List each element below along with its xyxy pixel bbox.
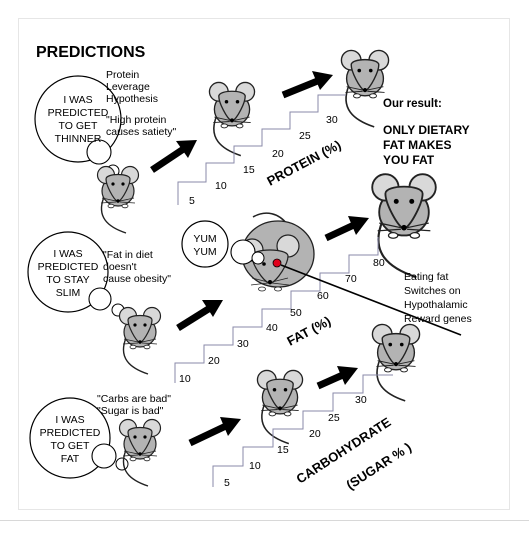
reward-pointer-line <box>280 264 462 336</box>
fat-quote-line: cause obesity" <box>103 273 171 285</box>
page-divider <box>0 520 529 521</box>
fat-step-label: 70 <box>345 273 357 285</box>
protein-quote-line: causes satiety" <box>106 126 177 138</box>
arrow-icon <box>324 216 369 242</box>
yum-line: YUM <box>193 233 216 245</box>
carbs-axis-label: CARBOHYDRATE <box>293 414 393 486</box>
bubble-line: I WAS <box>63 94 92 106</box>
arrow-icon <box>150 140 197 173</box>
arrow-icon <box>281 71 333 99</box>
bubble-line: SLIM <box>56 287 81 299</box>
bubble-line: I WAS <box>55 414 84 426</box>
bubble-line: TO GET <box>59 120 98 132</box>
fat-step-label: 80 <box>373 257 385 269</box>
protein-speech-bubble: I WAS PREDICTED TO GET THINNER <box>34 75 122 178</box>
reward-note-line: Reward genes <box>404 313 472 325</box>
yum-line: YUM <box>193 246 216 258</box>
carbs-mouse-medium <box>256 369 304 445</box>
carbs-staircase <box>212 374 393 487</box>
arrow-icon <box>316 366 358 390</box>
fat-step-label: 10 <box>179 373 191 385</box>
result-line: FAT MAKES <box>383 138 451 152</box>
carbs-speech-bubble: I WAS PREDICTED TO GET FAT <box>29 397 129 479</box>
bubble-line: THINNER <box>55 133 102 145</box>
carbs-step-label: 30 <box>355 394 367 406</box>
bubble-line: FAT <box>61 453 80 465</box>
fat-step-label: 50 <box>290 307 302 319</box>
protein-step-label: 20 <box>272 148 284 160</box>
protein-mouse-large <box>340 49 390 128</box>
fat-step-label: 40 <box>266 322 278 334</box>
yum-speech-bubble: YUM YUM <box>181 220 265 268</box>
bubble-line: PREDICTED <box>38 261 99 273</box>
carbs-step-label: 5 <box>224 477 230 489</box>
fat-step-label: 60 <box>317 290 329 302</box>
bubble-line: TO GET <box>51 440 90 452</box>
hypothesis-line: Protein <box>106 69 139 81</box>
carbs-step-label: 25 <box>328 412 340 424</box>
reward-note-line: Hypothalamic <box>404 299 468 311</box>
bubble-line: PREDICTED <box>40 427 101 439</box>
fat-quote-line: doesn't <box>103 261 137 273</box>
hypothesis-line: Leverage <box>106 81 150 93</box>
carbs-quote-line: "Carbs are bad" <box>97 393 171 405</box>
bubble-line: I WAS <box>53 248 82 260</box>
diagram-title: PREDICTIONS <box>36 44 146 61</box>
arrow-icon <box>176 300 223 331</box>
hypothesis-line: Hypothesis <box>106 93 158 105</box>
protein-step-label: 25 <box>299 130 311 142</box>
protein-step-label: 10 <box>215 180 227 192</box>
arrow-icon <box>188 417 241 447</box>
carbs-step-label: 10 <box>249 460 261 472</box>
protein-step-label: 15 <box>243 164 255 176</box>
protein-mouse-small <box>96 165 140 234</box>
bubble-line: TO STAY <box>46 274 89 286</box>
fat-staircase <box>174 237 379 383</box>
bubble-line: PREDICTED <box>48 107 109 119</box>
protein-staircase <box>177 94 346 205</box>
fat-quote-line: "Fat in diet <box>103 249 153 261</box>
protein-mouse-medium <box>208 81 256 157</box>
carbs-mouse-large <box>371 323 421 402</box>
fat-speech-bubble: I WAS PREDICTED TO STAY SLIM <box>27 231 125 317</box>
protein-step-label: 30 <box>326 114 338 126</box>
fat-step-label: 20 <box>208 355 220 367</box>
reward-note-line: Switches on <box>404 285 461 297</box>
protein-axis-label: PROTEIN (%) <box>264 137 343 189</box>
carbs-quote-line: "Sugar is bad" <box>97 405 164 417</box>
fat-mouse-small <box>118 306 162 375</box>
carbs-mouse-small <box>118 418 162 487</box>
result-line: ONLY DIETARY <box>383 123 470 137</box>
result-line: YOU FAT <box>383 153 435 167</box>
protein-quote-line: "High protein <box>106 114 167 126</box>
carbs-step-label: 20 <box>309 428 321 440</box>
reward-center-dot <box>272 258 282 268</box>
reward-note-line: Eating fat <box>404 271 448 283</box>
protein-step-label: 5 <box>189 195 195 207</box>
carbs-step-label: 15 <box>277 444 289 456</box>
fat-step-label: 30 <box>237 338 249 350</box>
result-heading: Our result: <box>383 98 442 110</box>
